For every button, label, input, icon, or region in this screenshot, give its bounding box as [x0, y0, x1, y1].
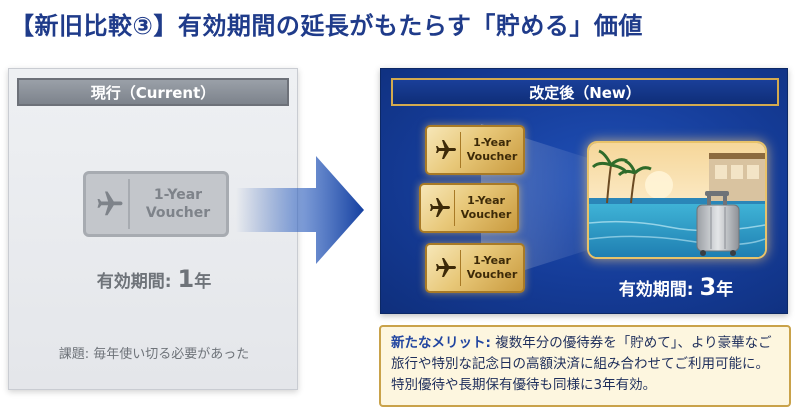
current-validity: 有効期間: 1年 [9, 265, 299, 293]
current-header: 現行（Current） [17, 78, 289, 106]
validity-label: 有効期間: [96, 272, 178, 292]
merit-box: 新たなメリット: 複数年分の優待券を「貯めて」、より豪華なご旅行や特別な記念日の… [379, 325, 791, 407]
voucher-label: 1-Year Voucher [461, 136, 523, 164]
resort-image [587, 141, 767, 259]
new-panel: 改定後（New） 1-Year Voucher 1-Year Voucher [380, 68, 788, 314]
validity-number: 1 [177, 265, 195, 293]
validity-number: 3 [699, 273, 717, 301]
airplane-icon [425, 190, 455, 226]
airplane-icon [431, 250, 461, 286]
current-issue: 課題: 毎年使い切る必要があった [58, 347, 250, 362]
merit-text: 複数年分の優待券を「貯めて」、より豪華なご旅行や特別な記念日の高額決済に組み合わ… [391, 335, 772, 393]
airplane-icon [92, 179, 130, 229]
voucher-label: 1-Year Voucher [130, 186, 226, 222]
voucher-line2: Voucher [145, 205, 211, 221]
validity-label: 有効期間: [618, 280, 700, 300]
page-title: 【新旧比較③】有効期間の延長がもたらす「貯める」価値 [10, 12, 643, 40]
new-voucher: 1-Year Voucher [425, 125, 525, 175]
new-header: 改定後（New） [391, 78, 779, 106]
transition-arrow [236, 150, 366, 270]
voucher-line1: 1-Year [473, 254, 511, 267]
voucher-label: 1-Year Voucher [455, 194, 517, 222]
validity-unit: 年 [716, 280, 734, 300]
voucher-line1: 1-Year [473, 136, 511, 149]
voucher-line1: 1-Year [467, 194, 505, 207]
validity-unit: 年 [194, 272, 212, 292]
voucher-line2: Voucher [460, 208, 512, 221]
voucher-line1: 1-Year [153, 187, 203, 203]
voucher-line2: Voucher [466, 150, 518, 163]
airplane-icon [431, 132, 461, 168]
merit-label: 新たなメリット: [391, 335, 491, 351]
new-voucher: 1-Year Voucher [419, 183, 519, 233]
voucher-line2: Voucher [466, 268, 518, 281]
current-voucher: 1-Year Voucher [83, 171, 229, 237]
voucher-label: 1-Year Voucher [461, 254, 523, 282]
new-voucher: 1-Year Voucher [425, 243, 525, 293]
new-validity: 有効期間: 3年 [581, 273, 771, 301]
